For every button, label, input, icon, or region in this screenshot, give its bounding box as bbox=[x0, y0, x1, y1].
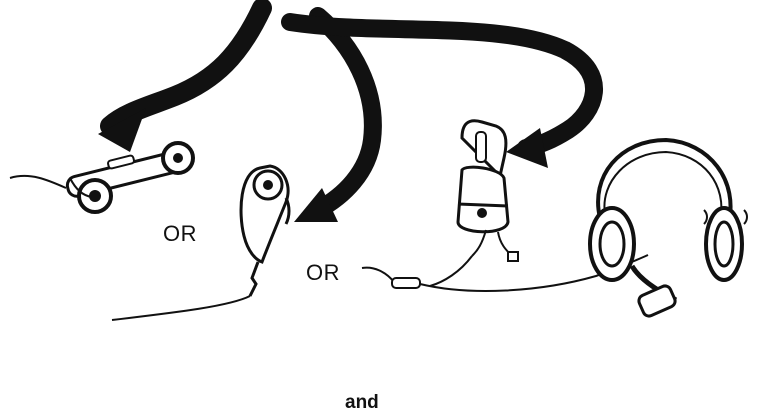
and-label: and bbox=[345, 392, 379, 414]
arrow-to-handset bbox=[110, 8, 262, 126]
throat-microphone-icon bbox=[430, 121, 518, 286]
or-label-left: OR bbox=[163, 221, 197, 247]
arrow-to-microphone bbox=[318, 16, 373, 210]
arrows bbox=[98, 8, 594, 222]
headset-icon bbox=[590, 140, 747, 318]
telephone-handset-icon bbox=[10, 143, 195, 212]
or-label-middle: OR bbox=[306, 260, 340, 286]
hand-microphone-icon bbox=[112, 166, 289, 320]
